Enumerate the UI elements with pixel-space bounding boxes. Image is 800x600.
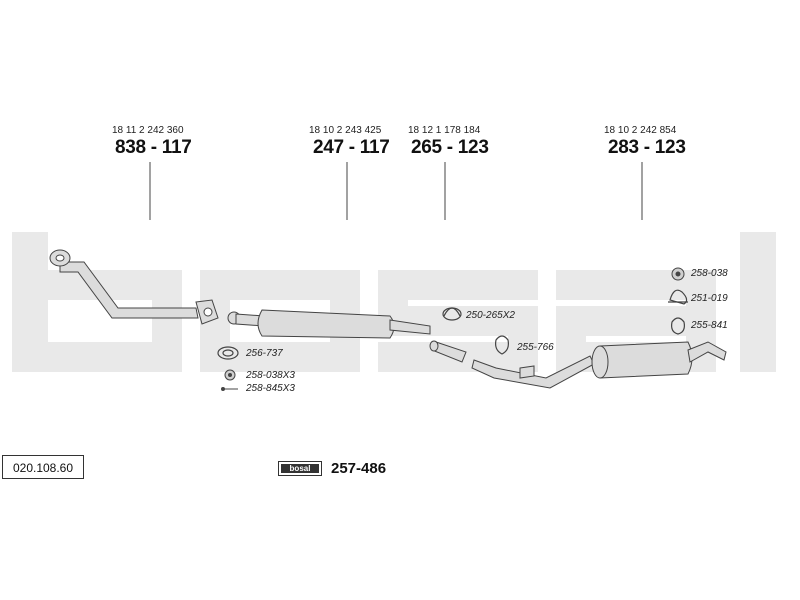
small-part-label[interactable]: 258-845X3 — [246, 383, 295, 394]
clamp-251-019 — [668, 289, 688, 305]
oe-number-rear-silencer: 18 10 2 242 854 — [604, 125, 677, 136]
oe-number-front-pipe: 18 11 2 242 360 — [112, 125, 184, 136]
bosal-logo-icon: bosal — [278, 461, 322, 476]
centre-silencer — [227, 309, 431, 339]
clamp-250-265x2 — [442, 307, 462, 321]
small-part-label[interactable]: 251-019 — [691, 293, 728, 304]
rubber-mount-258-038 — [671, 267, 685, 281]
rear-silencer — [471, 341, 727, 389]
hanger-255-841 — [671, 317, 685, 335]
hanger-255-766 — [495, 335, 509, 355]
front-pipe — [49, 249, 219, 325]
part-number-centre-silencer[interactable]: 247 - 117 — [313, 137, 390, 158]
kit-number[interactable]: 257-486 — [331, 460, 387, 477]
bosal-logo-text: bosal — [281, 464, 319, 473]
small-part-label[interactable]: 258-038X3 — [246, 370, 295, 381]
part-number-front-pipe[interactable]: 838 - 117 — [115, 137, 192, 158]
kit-code: 020.108.60 — [2, 455, 84, 479]
small-part-label[interactable]: 255-841 — [691, 320, 728, 331]
small-part-label[interactable]: 250-265X2 — [466, 310, 515, 321]
connector-pipe — [429, 340, 467, 363]
leader-lines — [149, 162, 643, 220]
small-part-label[interactable]: 255-766 — [517, 342, 554, 353]
rubber-mount-258-038x3 — [224, 369, 236, 381]
part-number-rear-silencer[interactable]: 283 - 123 — [608, 137, 686, 158]
oe-number-connector-pipe: 18 12 1 178 184 — [408, 125, 481, 136]
gasket-256-737 — [217, 346, 239, 360]
small-part-label[interactable]: 256-737 — [246, 348, 283, 359]
part-number-connector-pipe[interactable]: 265 - 123 — [411, 137, 489, 158]
oe-number-centre-silencer: 18 10 2 243 425 — [309, 125, 382, 136]
bolt-258-845x3 — [221, 387, 238, 391]
small-part-label[interactable]: 258-038 — [691, 268, 728, 279]
